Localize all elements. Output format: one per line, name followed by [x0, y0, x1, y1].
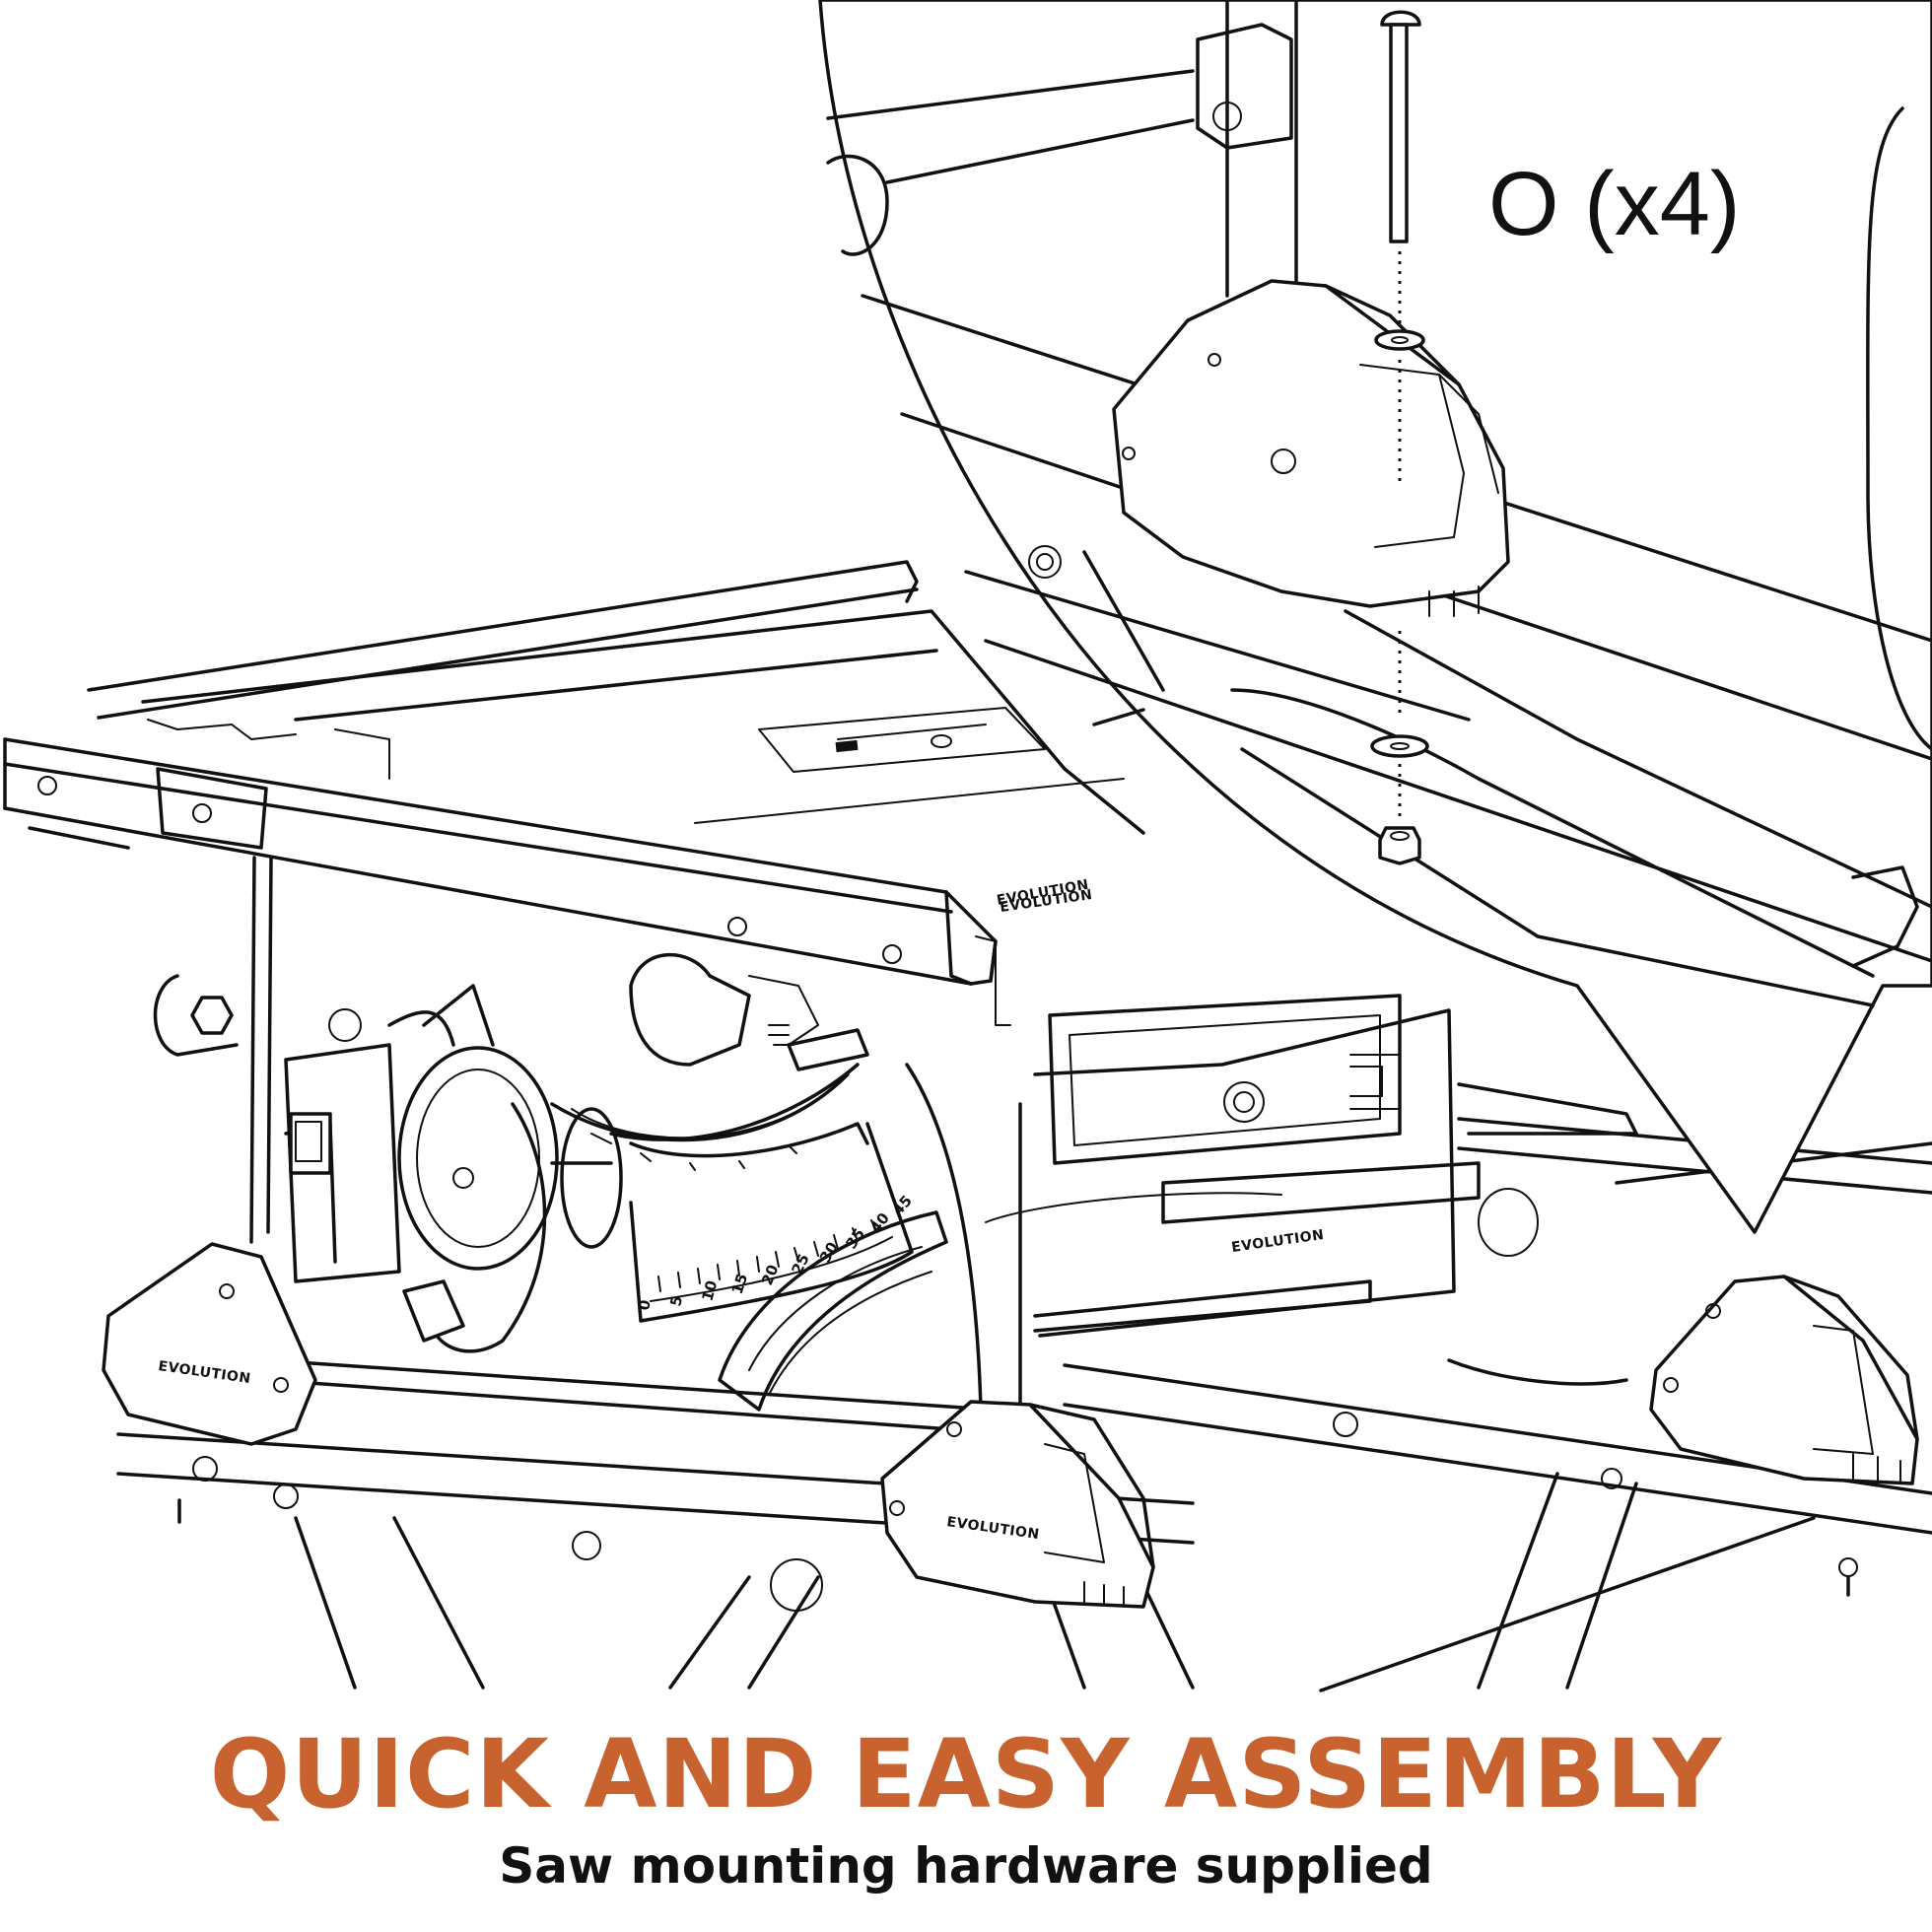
brand-logo-rail: EVOLUTION [1230, 1227, 1325, 1256]
mounting-bracket-rear-right [1649, 1275, 1919, 1485]
saw-body [249, 856, 1932, 1436]
subheadline: Saw mounting hardware supplied [499, 1837, 1433, 1895]
hardware-quantity-label: O (x4) [1488, 154, 1741, 254]
bolt-hardware [1370, 10, 1429, 865]
svg-text:0: 0 [635, 1298, 655, 1311]
saw-controls: 0 5 10 15 20 25 30 35 40 45 [153, 953, 948, 1412]
saw-stand [116, 1363, 1932, 1692]
mounting-bracket-front-left: EVOLUTION [102, 1242, 317, 1446]
svg-text:35: 35 [842, 1225, 868, 1252]
saw-table-top: EVOLUTION [3, 560, 1145, 1026]
svg-text:10: 10 [698, 1278, 721, 1303]
detail-callout-bubble: O (x4) [818, 0, 1932, 1234]
mounting-bracket-front-right: EVOLUTION [880, 1400, 1155, 1609]
headline: QUICK AND EASY ASSEMBLY [209, 1719, 1723, 1829]
svg-text:15: 15 [728, 1272, 752, 1296]
svg-text:5: 5 [666, 1294, 686, 1308]
callout-bracket-detail [1112, 279, 1510, 617]
